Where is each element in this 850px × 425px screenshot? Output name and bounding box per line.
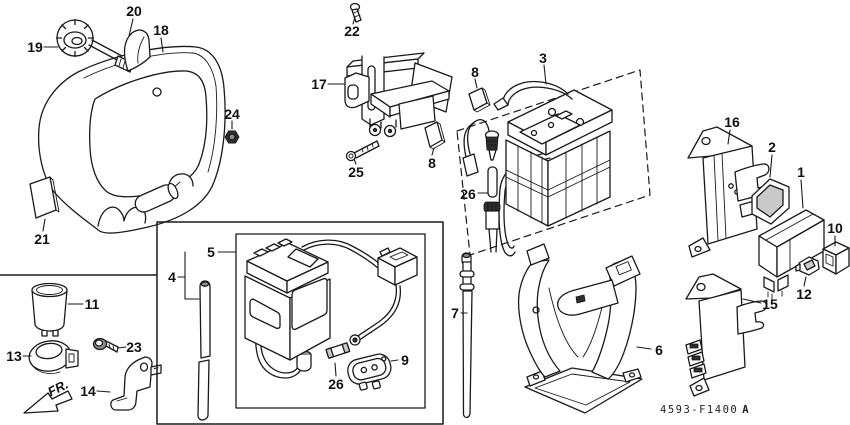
part-screw-23 xyxy=(92,337,119,353)
part-label-19: 19 xyxy=(27,39,43,55)
part-fuse-26-lower xyxy=(325,342,351,359)
part-label-23: 23 xyxy=(126,339,142,355)
part-label-4: 4 xyxy=(168,269,176,285)
fr-arrow xyxy=(23,390,73,414)
part-label-17: 17 xyxy=(311,76,327,92)
part-pad-8-upper xyxy=(468,87,491,113)
leader-line-1 xyxy=(800,179,804,209)
part-bracket-14 xyxy=(110,356,162,411)
part-label-14: 14 xyxy=(80,383,96,399)
part-tube-7 xyxy=(459,252,475,419)
leader-line-18 xyxy=(160,37,164,53)
part-cover-18 xyxy=(37,45,226,234)
leader-line-15 xyxy=(742,298,762,304)
part-band-13 xyxy=(28,340,79,374)
battery-dashed-outline xyxy=(456,69,651,256)
leader-line-6 xyxy=(636,346,652,350)
part-label-1: 1 xyxy=(797,164,805,180)
leader-line-3 xyxy=(543,64,547,85)
leader-line-8 xyxy=(431,147,435,156)
bracket-4 xyxy=(184,251,200,300)
part-label-6: 6 xyxy=(655,342,663,358)
leader-line-21 xyxy=(42,218,46,232)
part-fuse-holder-9 xyxy=(347,353,392,391)
part-cdi-unit-1 xyxy=(758,209,825,300)
leader-line-12 xyxy=(803,276,807,287)
part-label-20: 20 xyxy=(126,3,142,19)
leader-line-8 xyxy=(474,78,478,89)
diagram-code: 4593-F1400 A xyxy=(660,404,750,416)
part-pad-21 xyxy=(29,176,60,219)
part-label-3: 3 xyxy=(539,50,547,66)
part-label-12: 12 xyxy=(796,286,812,302)
part-label-26: 26 xyxy=(460,186,476,202)
part-label-21: 21 xyxy=(34,231,50,247)
leader-line-25 xyxy=(353,158,357,165)
part-label-11: 11 xyxy=(85,296,100,312)
part-holder-6 xyxy=(517,243,643,414)
part-label-5: 5 xyxy=(207,244,215,260)
inner-frame-box xyxy=(235,233,426,409)
part-label-8: 8 xyxy=(428,155,436,171)
labels-layer: 2018192421221725838261621101215111323145… xyxy=(6,3,843,399)
leader-line-26 xyxy=(334,362,337,377)
part-fuse-12 xyxy=(795,256,820,276)
part-label-13: 13 xyxy=(6,348,22,364)
diagram-code-number: 4593-F1400 xyxy=(660,404,738,416)
part-sub-battery-5 xyxy=(244,238,418,379)
part-label-22: 22 xyxy=(344,23,360,39)
leader-line-22 xyxy=(352,16,356,25)
leader-line-2 xyxy=(769,154,773,178)
part-label-16: 16 xyxy=(724,114,740,130)
part-bracket-20 xyxy=(123,29,151,72)
part-screw-22 xyxy=(349,2,362,23)
part-pad-8-lower xyxy=(424,121,446,150)
leader-line-16 xyxy=(727,129,731,145)
part-nut-24 xyxy=(224,130,240,144)
part-label-9: 9 xyxy=(401,352,409,368)
part-label-24: 24 xyxy=(224,106,240,122)
leader-line-14 xyxy=(96,390,111,393)
leader-line-20 xyxy=(128,18,134,37)
part-label-10: 10 xyxy=(827,220,843,236)
diagram-code-suffix: A xyxy=(742,404,750,416)
part-tube-4 xyxy=(197,280,211,421)
part-bolt-25 xyxy=(345,140,380,162)
part-label-15: 15 xyxy=(762,296,778,312)
part-label-18: 18 xyxy=(153,22,169,38)
leader-line-23 xyxy=(117,346,127,349)
outer-frame-box xyxy=(156,221,444,425)
part-bracket-17 xyxy=(344,52,453,138)
part-relay-10 xyxy=(822,241,850,275)
part-label-2: 2 xyxy=(768,139,776,155)
part-battery-3-group xyxy=(456,69,651,257)
fr-label: FR. xyxy=(45,377,70,400)
part-label-7: 7 xyxy=(451,305,459,321)
part-cushion-2 xyxy=(751,178,790,225)
leader-line-9 xyxy=(390,359,399,362)
part-label-26: 26 xyxy=(328,376,344,392)
part-label-25: 25 xyxy=(348,164,364,180)
part-tube-26-upper xyxy=(462,118,501,253)
part-label-8: 8 xyxy=(471,64,479,80)
part-bracket-15 xyxy=(685,273,768,397)
fr-direction-indicator: FR. xyxy=(23,377,73,414)
part-condenser-11 xyxy=(31,282,68,337)
